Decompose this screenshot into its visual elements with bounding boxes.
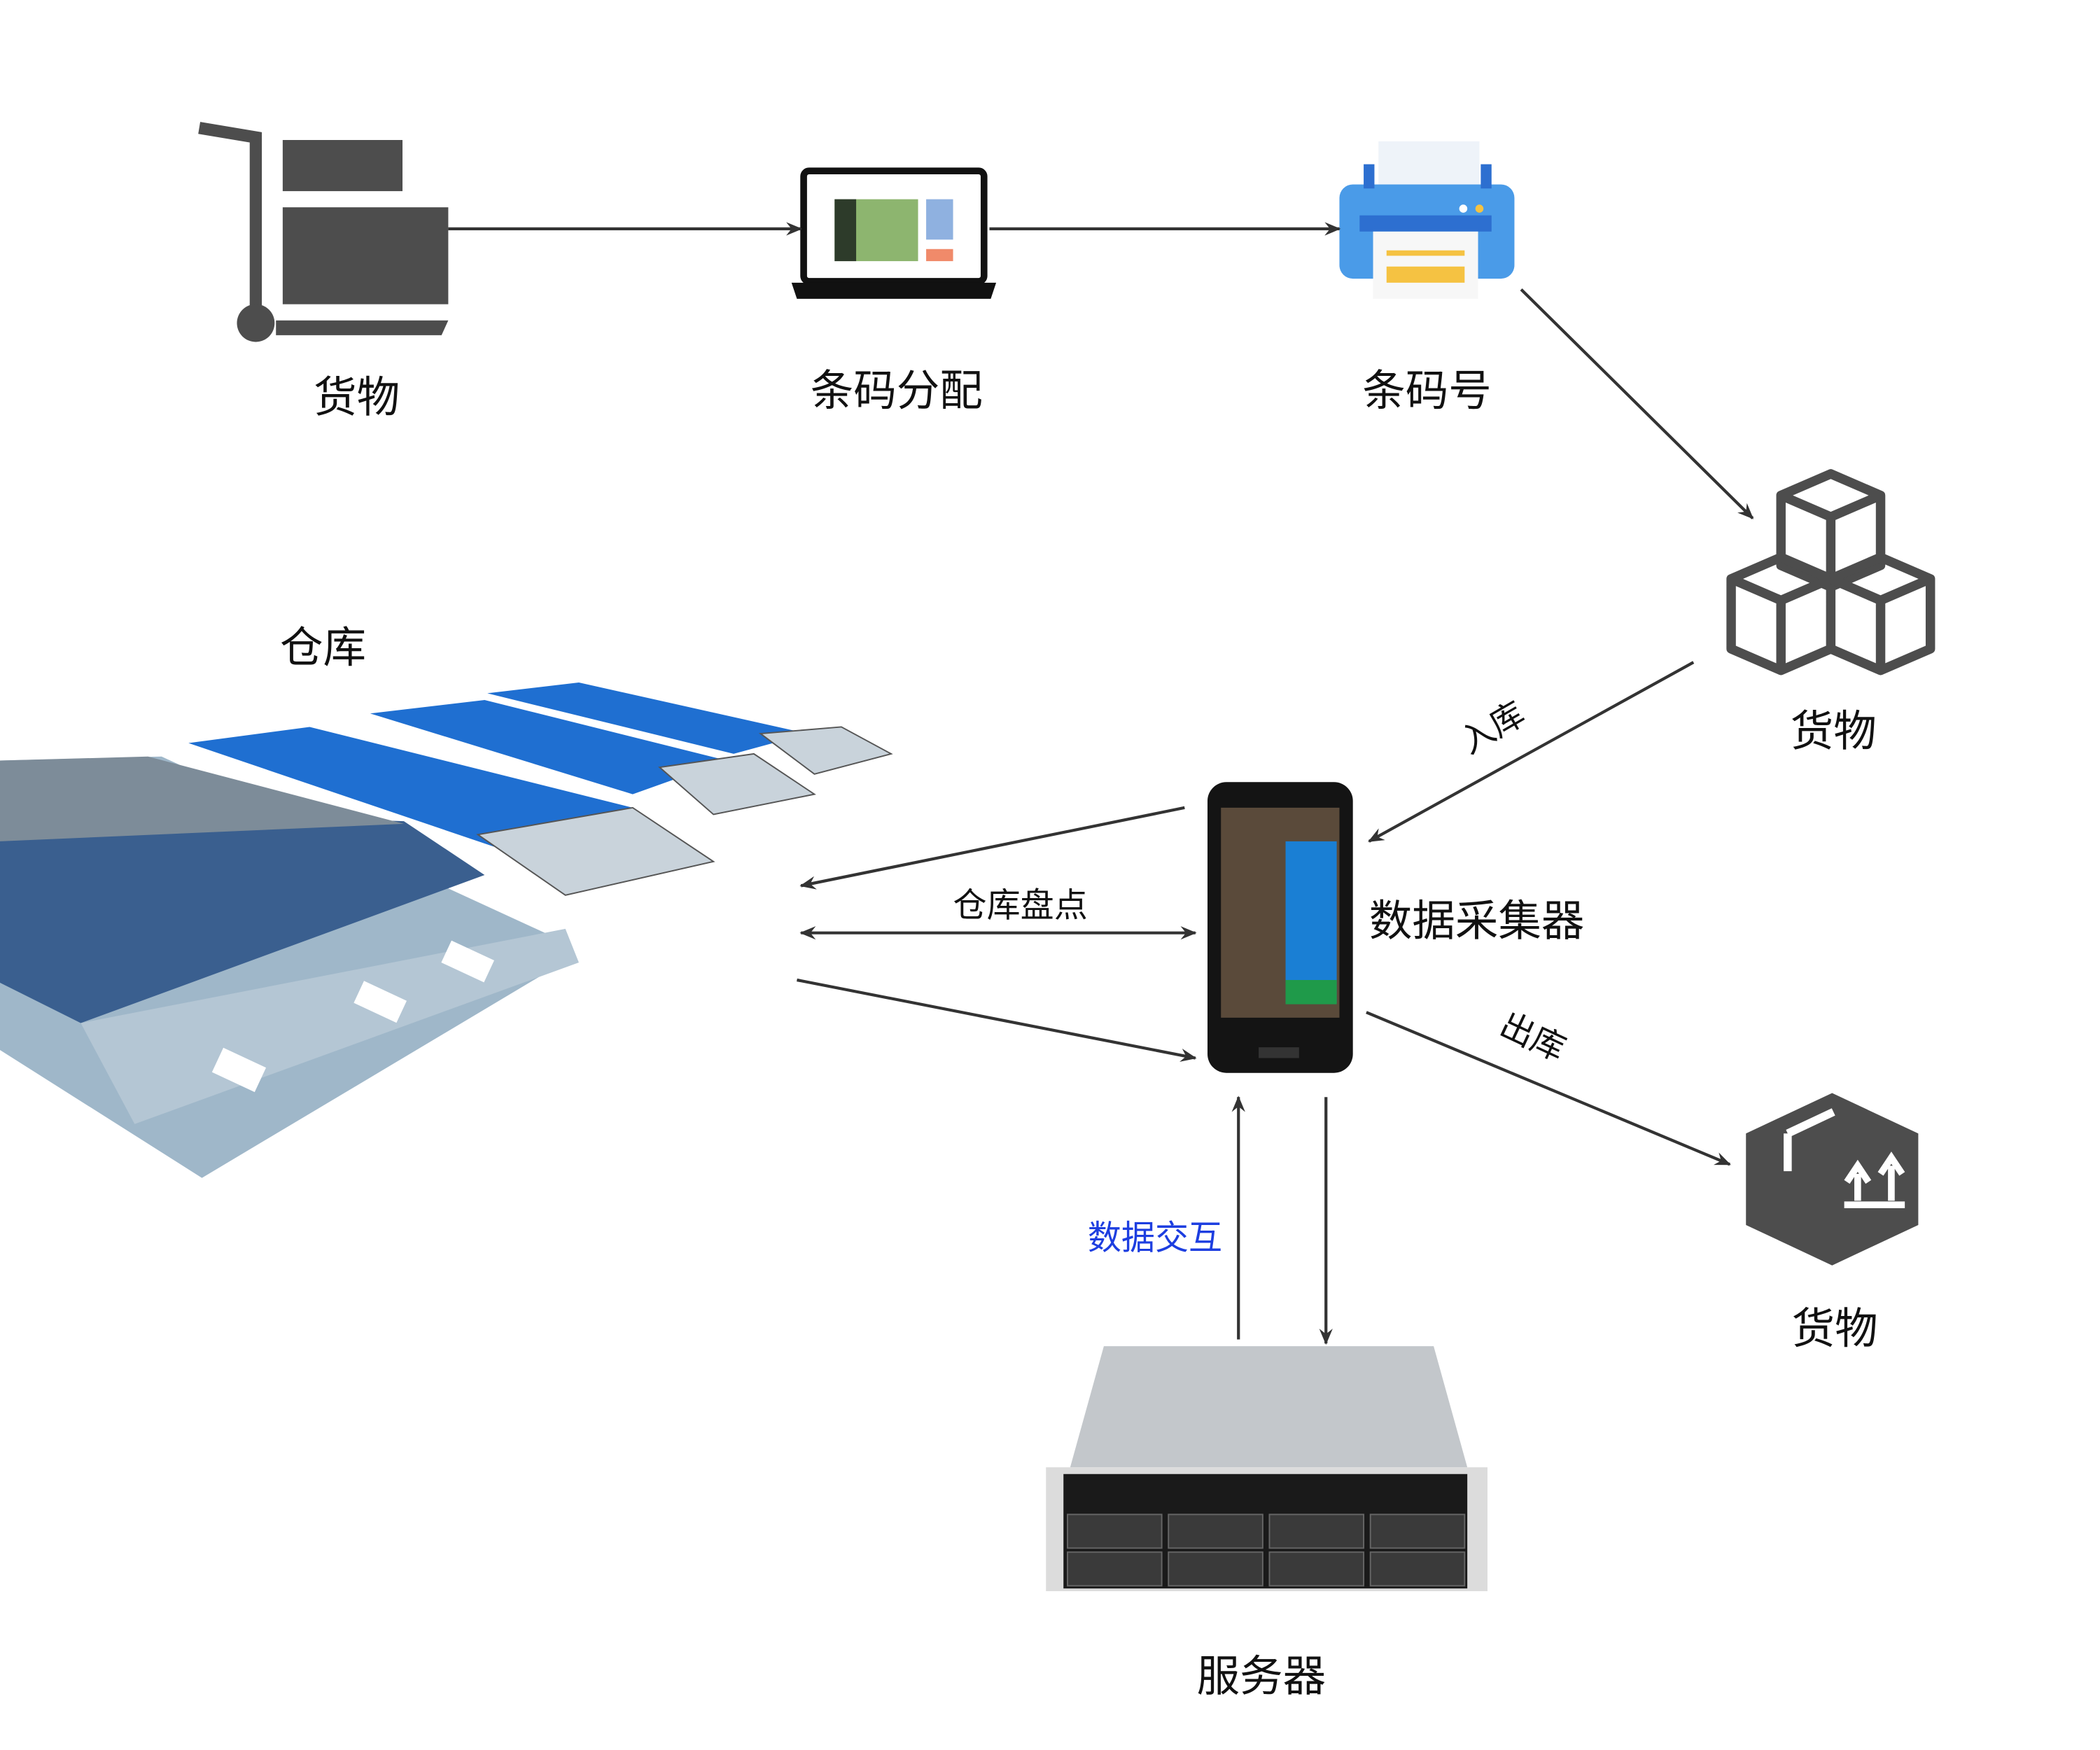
- hand-truck-icon: [198, 122, 449, 342]
- arrow-inbound: [1368, 661, 1695, 843]
- data-exchange-label: 数据交互: [1088, 1219, 1222, 1258]
- arrow-outbound: [1366, 1011, 1731, 1166]
- package-up-arrows-icon: [1746, 1093, 1919, 1266]
- warehouse-image: [0, 682, 893, 1178]
- server-label: 服务器: [1197, 1651, 1326, 1701]
- inventory-label: 仓库盘点: [953, 886, 1088, 925]
- goods-out-label: 货物: [1792, 1303, 1878, 1354]
- goods-cart-label: 货物: [314, 372, 400, 422]
- laptop-icon: [791, 167, 997, 299]
- inbound-label: 入库: [1454, 694, 1532, 762]
- goods-boxes-label: 货物: [1791, 706, 1877, 756]
- collector-label: 数据采集器: [1369, 896, 1585, 946]
- arrow-warehouse-to-collector: [797, 978, 1197, 1062]
- warehouse-label: 仓库: [280, 622, 366, 673]
- handheld-terminal-image: [1208, 782, 1353, 1073]
- outbound-label: 出库: [1494, 1005, 1572, 1069]
- printer-icon: [1339, 141, 1515, 299]
- arrow-printer-to-goods: [1520, 288, 1754, 519]
- arrow-collector-to-warehouse: [799, 806, 1185, 890]
- barcode-assign-label: 条码分配: [811, 365, 983, 416]
- stacked-cubes-icon: [1726, 469, 1935, 676]
- rack-server-image: [1046, 1346, 1488, 1592]
- barcode-no-label: 条码号: [1362, 365, 1492, 416]
